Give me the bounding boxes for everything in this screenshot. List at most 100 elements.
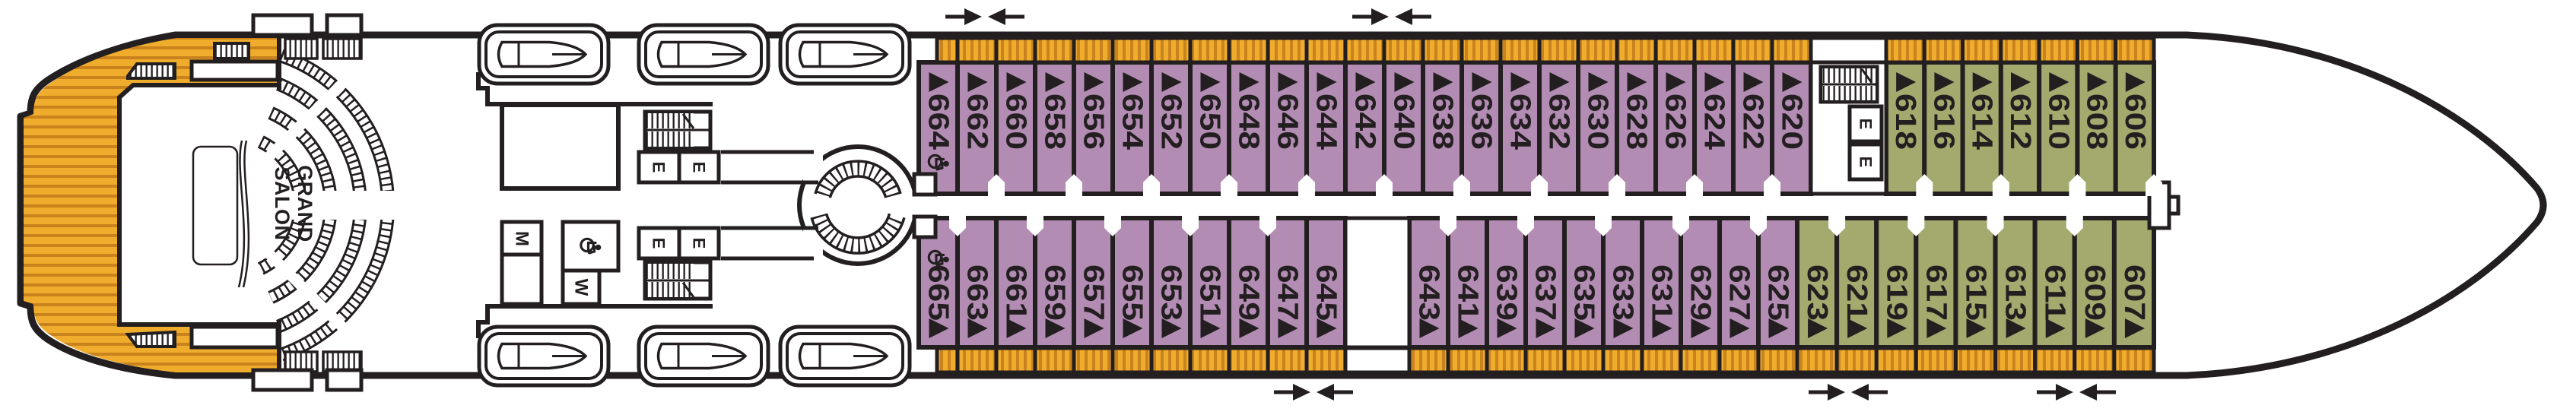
cabin-659[interactable]: 659 <box>1033 216 1076 375</box>
stairs[interactable] <box>643 109 713 150</box>
cabin-618[interactable]: 618 <box>1884 36 1927 196</box>
cabin-number: 621 <box>1841 264 1872 321</box>
cabin-623[interactable]: 623 <box>1795 216 1840 375</box>
cabin-647[interactable]: 647 <box>1266 216 1309 375</box>
cabin-number: 665 <box>923 264 954 321</box>
cabin-660[interactable]: 660 <box>994 36 1037 196</box>
cabin-number: 636 <box>1466 93 1498 150</box>
cabin-617[interactable]: 617 <box>1914 216 1958 375</box>
cabin-645[interactable]: 645 <box>1304 216 1348 375</box>
cabin-626[interactable]: 626 <box>1653 36 1697 196</box>
cabin-612[interactable]: 612 <box>1998 36 2042 196</box>
cabin-646[interactable]: 646 <box>1266 36 1309 196</box>
door-direction-triangle <box>1510 72 1531 92</box>
cabin-607[interactable]: 607 <box>2111 216 2156 375</box>
cabin-door-notch <box>1750 214 1767 236</box>
cabin-number: 619 <box>1880 264 1912 321</box>
cabin-658[interactable]: 658 <box>1033 36 1076 196</box>
cabin-number: 623 <box>1801 264 1833 321</box>
cabin-622[interactable]: 622 <box>1731 36 1774 196</box>
cabin-650[interactable]: 650 <box>1188 36 1231 196</box>
cabin-656[interactable]: 656 <box>1072 36 1115 196</box>
cabin-611[interactable]: 611 <box>2032 216 2077 375</box>
cabin-638[interactable]: 638 <box>1421 36 1464 196</box>
cabin-609[interactable]: 609 <box>2072 216 2117 375</box>
cabin-610[interactable]: 610 <box>2037 36 2080 196</box>
svg-text:E: E <box>690 162 709 173</box>
cabin-door-notch <box>1686 174 1703 196</box>
cabin-644[interactable]: 644 <box>1304 36 1348 196</box>
cabin-door-notch <box>1104 214 1121 236</box>
cabin-door-notch <box>1376 174 1393 196</box>
cabin-635[interactable]: 635 <box>1562 216 1606 375</box>
door-direction-triangle <box>2045 318 2066 338</box>
lifeboat <box>778 23 912 86</box>
balcony-654 <box>1110 36 1154 65</box>
cabin-number: 609 <box>2079 264 2111 321</box>
cabin-642[interactable]: 642 <box>1343 36 1386 196</box>
cabin-624[interactable]: 624 <box>1692 36 1736 196</box>
cabin-613[interactable]: 613 <box>1993 216 2038 375</box>
cabin-663[interactable]: 663 <box>955 216 999 375</box>
cabin-631[interactable]: 631 <box>1640 216 1683 375</box>
cabin-634[interactable]: 634 <box>1498 36 1542 196</box>
cabin-632[interactable]: 632 <box>1537 36 1580 196</box>
cabin-649[interactable]: 649 <box>1227 216 1270 375</box>
cabin-627[interactable]: 627 <box>1717 216 1761 375</box>
cabin-number: 606 <box>2119 93 2151 150</box>
stairs[interactable] <box>643 260 713 301</box>
cabin-619[interactable]: 619 <box>1874 216 1919 375</box>
balcony-656 <box>1072 36 1115 65</box>
cabin-615[interactable]: 615 <box>1953 216 1998 375</box>
deck-stair[interactable] <box>213 42 250 60</box>
cabin-652[interactable]: 652 <box>1149 36 1193 196</box>
cabin-655[interactable]: 655 <box>1110 216 1154 375</box>
balcony-620 <box>1770 36 1813 65</box>
elevators[interactable]: E E E E <box>637 150 721 261</box>
cabin-629[interactable]: 629 <box>1679 216 1722 375</box>
door-direction-triangle <box>1006 72 1027 92</box>
cabin-number: 650 <box>1194 93 1226 150</box>
cabin-door-notch <box>2146 174 2162 196</box>
cabin-633[interactable]: 633 <box>1601 216 1644 375</box>
cabin-606[interactable]: 606 <box>2113 36 2156 196</box>
cabin-664[interactable]: 664 <box>916 36 960 196</box>
balcony-619 <box>1874 346 1918 375</box>
cabin-621[interactable]: 621 <box>1834 216 1879 375</box>
cabin-door-notch <box>1182 214 1199 236</box>
cabin-628[interactable]: 628 <box>1615 36 1658 196</box>
cabin-653[interactable]: 653 <box>1149 216 1193 375</box>
cabin-639[interactable]: 639 <box>1485 216 1528 375</box>
cabin-636[interactable]: 636 <box>1460 36 1503 196</box>
door-direction-triangle <box>1887 318 1907 338</box>
cabin-door-notch <box>1027 214 1043 236</box>
cabin-643[interactable]: 643 <box>1407 216 1450 375</box>
deck-stair[interactable] <box>126 62 176 80</box>
cabin-number: 615 <box>1959 264 1991 321</box>
cabin-616[interactable]: 616 <box>1922 36 1965 196</box>
cabin-641[interactable]: 641 <box>1446 216 1489 375</box>
door-direction-triangle <box>1666 72 1686 92</box>
spiral-staircase[interactable] <box>797 144 925 266</box>
cabin-number: 652 <box>1155 93 1187 150</box>
deck-stair[interactable] <box>125 330 176 348</box>
cabin-661[interactable]: 661 <box>994 216 1037 375</box>
cabin-number: 662 <box>961 93 993 150</box>
cabin-640[interactable]: 640 <box>1382 36 1425 196</box>
cabin-608[interactable]: 608 <box>2075 36 2118 196</box>
cabin-662[interactable]: 662 <box>955 36 999 196</box>
cabin-648[interactable]: 648 <box>1227 36 1270 196</box>
cabin-625[interactable]: 625 <box>1756 216 1799 375</box>
cabin-665[interactable]: 665 <box>916 216 960 375</box>
cabin-657[interactable]: 657 <box>1072 216 1115 375</box>
cabin-614[interactable]: 614 <box>1960 36 2003 196</box>
cabin-number: 617 <box>1920 264 1952 321</box>
cabin-630[interactable]: 630 <box>1576 36 1619 196</box>
cabin-620[interactable]: 620 <box>1770 36 1813 196</box>
stage-wing-box <box>189 325 280 350</box>
cabin-651[interactable]: 651 <box>1188 216 1231 375</box>
cabin-654[interactable]: 654 <box>1110 36 1154 196</box>
balcony-624 <box>1692 36 1736 65</box>
cabin-637[interactable]: 637 <box>1523 216 1567 375</box>
